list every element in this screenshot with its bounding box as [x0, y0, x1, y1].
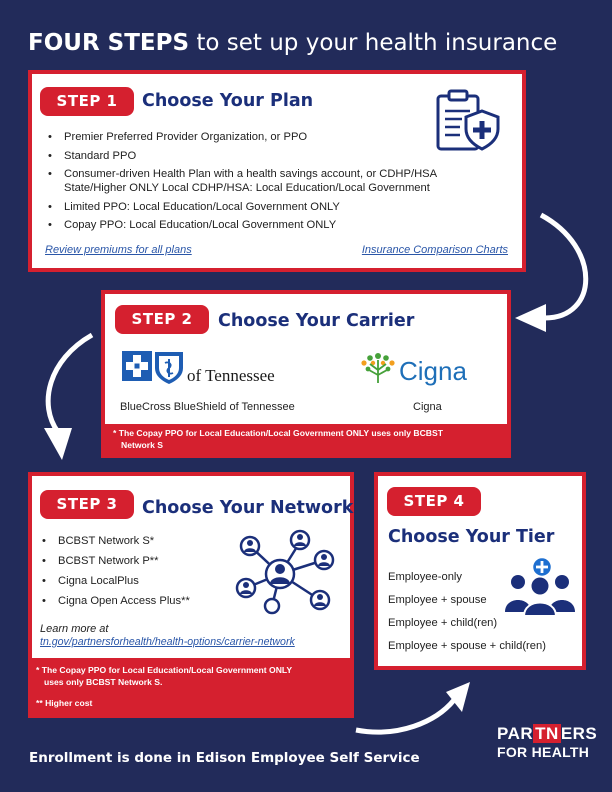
- plan-item: Premier Preferred Provider Organization,…: [46, 130, 516, 144]
- step4-badge: STEP 4: [387, 487, 481, 516]
- cigna-tree-icon: [361, 353, 395, 383]
- step1-plan-list: Premier Preferred Provider Organization,…: [46, 130, 516, 237]
- tier-item: Employee + spouse + child(ren): [388, 640, 546, 652]
- plan-item: Copay PPO: Local Education/Local Governm…: [46, 218, 516, 232]
- page-title-bold: FOUR STEPS: [28, 30, 190, 56]
- enrollment-footer-text: Enrollment is done in Edison Employee Se…: [29, 750, 420, 766]
- logo-part1: PAR: [497, 724, 534, 743]
- network-item: BCBST Network S*: [40, 534, 230, 548]
- step1-card: STEP 1 Choose Your Plan Premier Preferre…: [28, 70, 526, 272]
- page-title: FOUR STEPS to set up your health insuran…: [28, 30, 557, 56]
- review-premiums-link[interactable]: Review premiums for all plans: [45, 244, 192, 256]
- logo-tn: TN: [533, 724, 561, 743]
- tier-item: Employee-only: [388, 571, 462, 583]
- step4-tier-list: Employee-only Employee + spouse Employee…: [388, 571, 546, 663]
- step3-note-line2: uses only BCBST Network S.: [44, 677, 163, 687]
- step4-title: Choose Your Tier: [388, 527, 555, 547]
- step2-note-line2: Network S: [121, 440, 164, 450]
- carrier-bcbs-label: BlueCross BlueShield of Tennessee: [120, 401, 295, 413]
- network-item: Cigna LocalPlus: [40, 574, 230, 588]
- plan-item: Limited PPO: Local Education/Local Gover…: [46, 200, 516, 214]
- network-item: BCBST Network P**: [40, 554, 230, 568]
- family-add-icon: [505, 556, 575, 617]
- step3-network-list: BCBST Network S* BCBST Network P** Cigna…: [40, 534, 230, 613]
- learn-more-label: Learn more at: [40, 623, 109, 635]
- cigna-logo-text: Cigna: [399, 356, 467, 386]
- step2-title: Choose Your Carrier: [218, 311, 415, 331]
- step1-badge: STEP 1: [40, 87, 134, 116]
- page-title-rest: to set up your health insurance: [196, 30, 558, 56]
- step3-note-line1: * The Copay PPO for Local Education/Loca…: [36, 665, 293, 675]
- plan-item: Consumer-driven Health Plan with a healt…: [46, 167, 516, 195]
- logo-line2: FOR HEALTH: [497, 744, 590, 760]
- tier-item: Employee + spouse: [388, 594, 487, 606]
- step3-note: * The Copay PPO for Local Education/Loca…: [28, 658, 354, 718]
- step3-badge: STEP 3: [40, 490, 134, 519]
- step3-card: STEP 3 Choose Your Network BCBST Network…: [28, 472, 354, 718]
- bcbs-logo-icon: [122, 351, 183, 384]
- carrier-cigna-label: Cigna: [413, 401, 442, 413]
- step3-title: Choose Your Network: [142, 498, 354, 518]
- network-people-icon: [235, 529, 335, 615]
- step2-badge: STEP 2: [115, 305, 209, 334]
- comparison-charts-link[interactable]: Insurance Comparison Charts: [361, 244, 508, 256]
- step4-card: STEP 4 Choose Your Tier Employee-only Em…: [374, 472, 586, 670]
- bcbs-logo-text: of Tennessee: [187, 366, 275, 385]
- plan-item: Standard PPO: [46, 149, 516, 163]
- carrier-network-link[interactable]: tn.gov/partnersforhealth/health-options/…: [40, 636, 295, 648]
- step2-note-line1: * The Copay PPO for Local Education/Loca…: [113, 428, 443, 438]
- step3-note-line3: ** Higher cost: [36, 698, 93, 708]
- network-item: Cigna Open Access Plus**: [40, 594, 230, 608]
- step2-card: STEP 2 Choose Your Carrier of Tennessee: [101, 290, 511, 458]
- step1-title: Choose Your Plan: [142, 91, 314, 111]
- step2-note: * The Copay PPO for Local Education/Loca…: [101, 424, 511, 458]
- tier-item: Employee + child(ren): [388, 617, 498, 629]
- logo-part2: ERS: [560, 724, 598, 743]
